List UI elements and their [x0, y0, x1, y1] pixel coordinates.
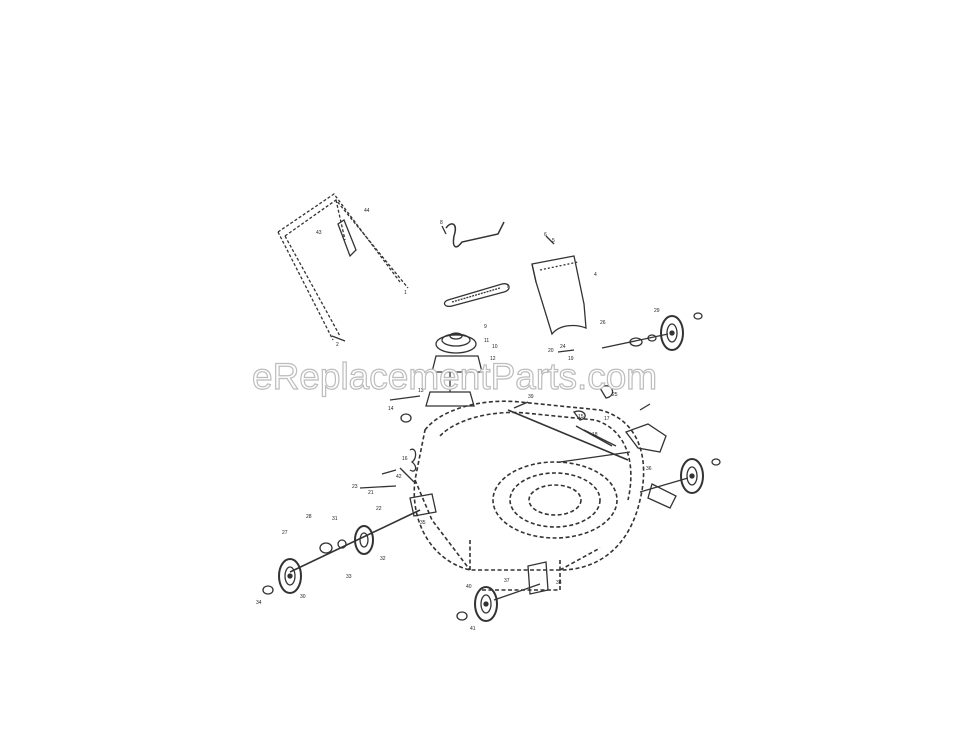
- callout: 42: [396, 474, 402, 480]
- callout: 32: [380, 556, 386, 562]
- callout: 22: [376, 506, 382, 512]
- callout: 27: [282, 530, 288, 536]
- callout: 41: [470, 626, 476, 632]
- callout: 18: [592, 432, 598, 438]
- callout: 33: [346, 574, 352, 580]
- transmission-pulley: [425, 332, 483, 407]
- callout: 37: [504, 578, 510, 584]
- callout: 35: [420, 520, 426, 526]
- callout: 28: [306, 514, 312, 520]
- callout: 20: [548, 348, 554, 354]
- rear-chute: [531, 255, 587, 336]
- rear-wheel-lower: [639, 458, 721, 494]
- callout: 25: [612, 392, 618, 398]
- callout: 23: [352, 484, 358, 490]
- rear-wheel-right: [601, 312, 703, 351]
- front-wheel-left: [262, 558, 302, 595]
- callout: 29: [654, 308, 660, 314]
- callout-labels: 44 43 1 2 8 6 5 4 7 9 11 10 12 13 14 15 …: [256, 208, 660, 632]
- callout: 7: [506, 284, 509, 290]
- callout: 21: [368, 490, 374, 496]
- callout: 8: [440, 220, 443, 226]
- callout: 40: [466, 584, 472, 590]
- callout: 5: [552, 238, 555, 244]
- callout: 38: [556, 580, 562, 586]
- baffle: [624, 423, 667, 453]
- callout: 26: [600, 320, 606, 326]
- callout: 24: [560, 344, 566, 350]
- callout: 11: [484, 338, 489, 344]
- handle-assembly: [277, 193, 409, 341]
- callout: 43: [316, 230, 322, 236]
- callout: 36: [646, 466, 652, 472]
- control-cable: [445, 221, 505, 248]
- handle-bracket: [331, 219, 357, 342]
- callout: 34: [256, 600, 262, 606]
- mower-deck: [413, 400, 645, 591]
- callout: 17: [604, 416, 610, 422]
- callout: 4: [594, 272, 597, 278]
- callout: 14: [388, 406, 394, 412]
- drive-axle: [507, 409, 631, 463]
- callout: 13: [418, 388, 424, 394]
- watermark-text: eReplacementParts.com: [251, 355, 658, 397]
- front-wheel-bottom: [456, 561, 549, 622]
- callout: 30: [300, 594, 306, 600]
- callout: 2: [336, 342, 339, 348]
- hardware-bits: [359, 225, 677, 509]
- callout: 19: [568, 356, 574, 362]
- callout: 15: [578, 414, 584, 420]
- front-wheel-middle: [319, 525, 374, 555]
- callout: 10: [492, 344, 498, 350]
- callout: 39: [528, 394, 534, 400]
- drive-belt: [443, 283, 510, 308]
- callout: 16: [402, 456, 408, 462]
- callout: 1: [404, 290, 407, 296]
- callout: 12: [490, 356, 496, 362]
- callout: 44: [364, 208, 370, 214]
- callout: 6: [544, 232, 547, 238]
- callout: 9: [484, 324, 487, 330]
- callout: 31: [332, 516, 338, 522]
